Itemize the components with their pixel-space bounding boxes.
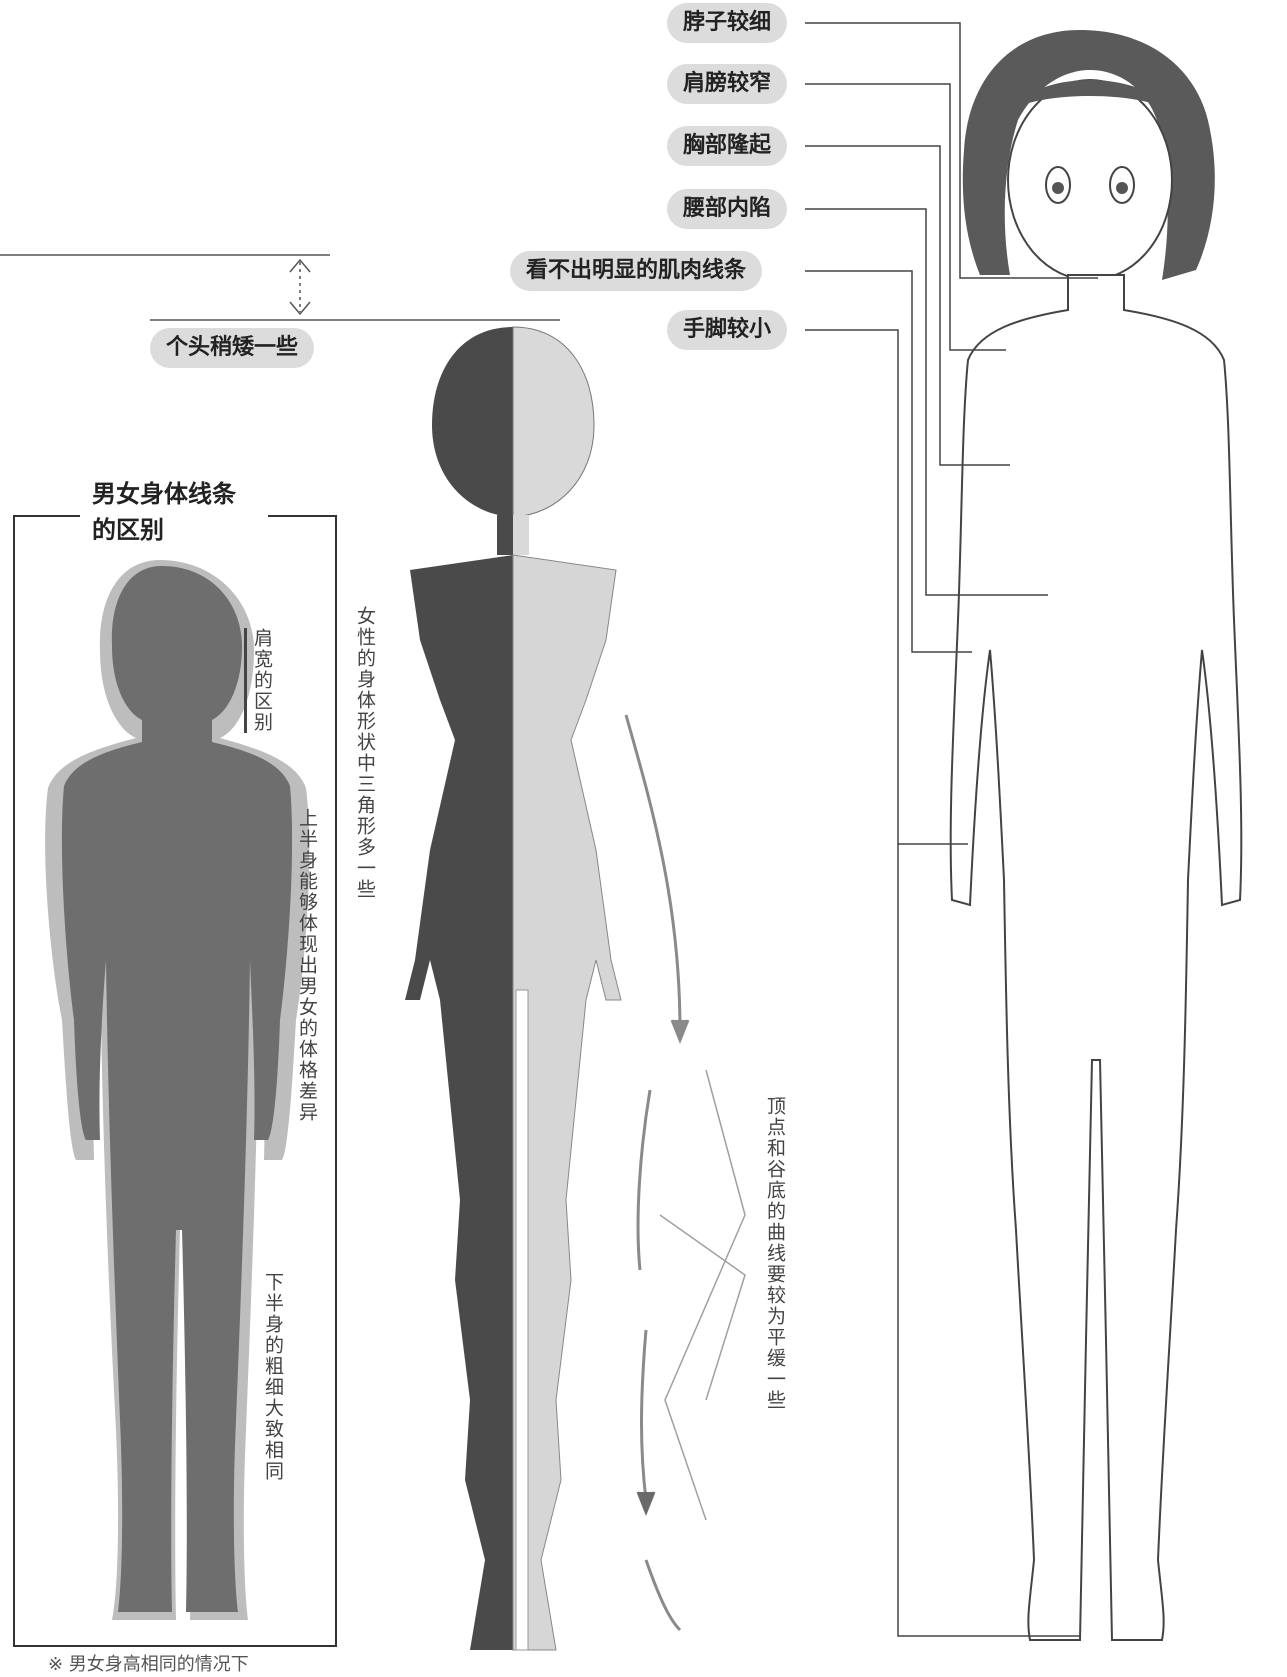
note-curves: 顶点和谷底的曲线要较为平缓一些 xyxy=(764,1096,786,1411)
note-triangles: 女性的身体形状中三角形多一些 xyxy=(354,606,376,900)
callout-chest: 胸部隆起 xyxy=(667,126,788,166)
triangle-schematic xyxy=(405,326,746,1651)
note-shoulder-width: 肩宽的区别 xyxy=(244,628,273,733)
height-guides xyxy=(0,254,560,321)
callout-limbs: 手脚较小 xyxy=(667,310,788,350)
section-title-line1: 男女身体线条 xyxy=(92,480,236,508)
callout-shoulder: 肩膀较窄 xyxy=(667,64,788,104)
callout-lines xyxy=(805,22,1098,1637)
callout-waist: 腰部内陷 xyxy=(667,189,788,229)
footnote: ※ 男女身高相同的情况下 xyxy=(48,1654,249,1675)
note-upper-body: 上半身能够体现出男女的体格差异 xyxy=(296,808,318,1123)
callout-height: 个头稍矮一些 xyxy=(150,328,315,368)
section-title: 男女身体线条 的区别 xyxy=(86,476,268,548)
comparison-frame xyxy=(13,515,337,1647)
callout-neck: 脖子较细 xyxy=(667,3,788,43)
section-title-line2: 的区别 xyxy=(92,516,164,544)
note-lower-body: 下半身的粗细大致相同 xyxy=(262,1272,284,1482)
callout-muscle: 看不出明显的肌肉线条 xyxy=(510,251,763,291)
comparison-figures xyxy=(45,560,310,1620)
outline-figure xyxy=(949,30,1243,1641)
